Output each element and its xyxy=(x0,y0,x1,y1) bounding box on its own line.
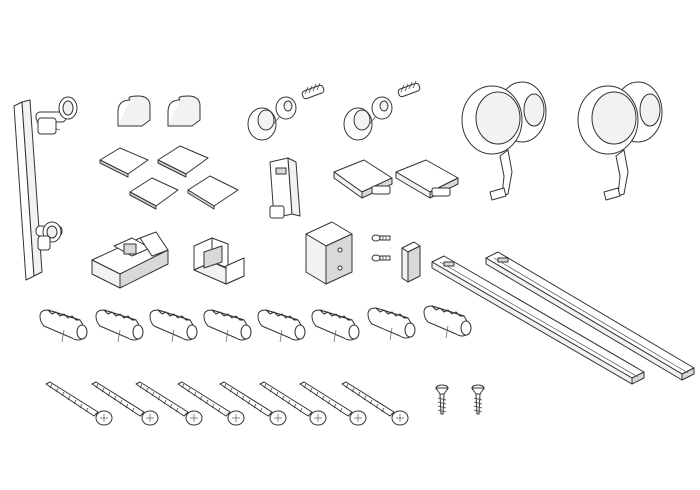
anti-jump-block xyxy=(305,221,353,285)
lag-screw-8 xyxy=(341,381,409,426)
lag-screw-4 xyxy=(177,381,245,426)
wall-anchor-8 xyxy=(423,305,472,339)
wall-anchor-2 xyxy=(95,309,144,343)
lag-screw-6 xyxy=(259,381,327,426)
small-screw-2 xyxy=(371,254,391,262)
wall-knob-with-bolt-2 xyxy=(343,80,421,141)
lag-screw-5 xyxy=(219,381,287,426)
wall-anchor-1 xyxy=(39,309,88,343)
roller-hanger-1 xyxy=(461,81,547,201)
track-rail-2 xyxy=(485,251,695,381)
door-stop-block-1 xyxy=(117,95,151,127)
guide-block xyxy=(91,231,169,289)
adhesive-pad-4 xyxy=(187,175,239,210)
wall-knob-with-bolt-1 xyxy=(247,82,325,141)
small-screw-1 xyxy=(371,234,391,242)
lag-screws xyxy=(45,381,409,426)
end-cap-2 xyxy=(395,159,459,199)
track-rail-1 xyxy=(431,255,645,385)
adhesive-pad-2 xyxy=(157,145,209,178)
end-cap-1 xyxy=(333,159,393,199)
wall-anchor-6 xyxy=(311,309,360,343)
spacer-cap xyxy=(401,241,421,283)
wall-anchor-5 xyxy=(257,309,306,343)
lag-screw-3 xyxy=(135,381,203,426)
roller-hanger-2 xyxy=(577,81,663,201)
door-stop-block-2 xyxy=(167,95,201,127)
countersunk-screw-1 xyxy=(435,384,449,415)
wall-anchor-3 xyxy=(149,309,198,343)
lag-screw-7 xyxy=(299,381,367,426)
door-pull-handle xyxy=(13,96,78,281)
lag-screw-2 xyxy=(91,381,159,426)
floor-guide-bracket xyxy=(269,157,301,219)
wall-anchor-4 xyxy=(203,309,252,343)
wall-anchor-7 xyxy=(367,307,416,341)
adhesive-pad-3 xyxy=(129,177,179,210)
u-channel-guide xyxy=(193,237,245,285)
lag-screw-1 xyxy=(45,381,113,426)
wall-anchors xyxy=(39,305,472,343)
countersunk-screw-2 xyxy=(471,384,485,415)
adhesive-pad-1 xyxy=(99,147,149,178)
